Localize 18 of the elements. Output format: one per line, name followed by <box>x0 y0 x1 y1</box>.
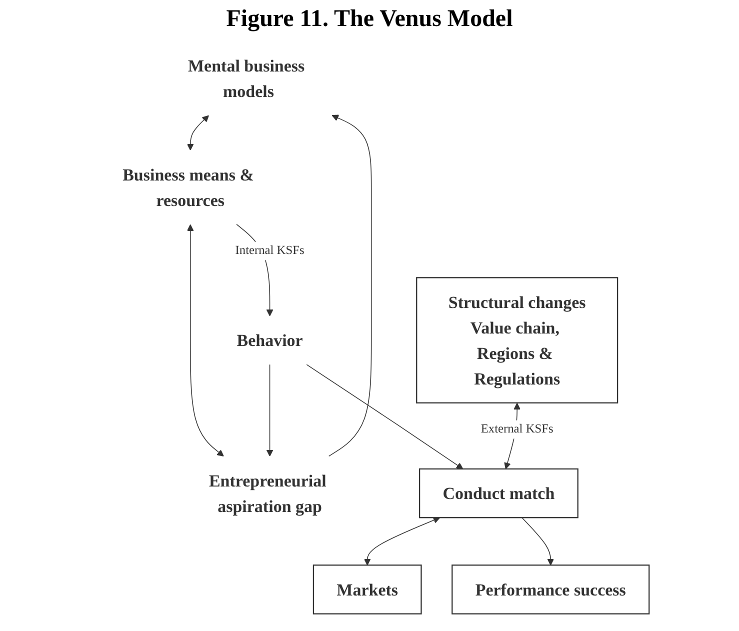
arrow <box>522 517 554 566</box>
node-text: Business means & resources <box>122 164 254 210</box>
arrow <box>266 364 274 456</box>
node-text: Entrepreneurial aspiration gap <box>208 470 326 516</box>
node-box: Performance success <box>452 564 650 614</box>
arrow <box>328 114 372 457</box>
arrow <box>364 516 440 566</box>
node-text: Behavior <box>236 330 303 350</box>
node-box: Markets <box>312 564 422 614</box>
arrow <box>186 224 224 456</box>
node-box: Conduct match <box>418 468 578 518</box>
node-text: Mental business models <box>188 56 305 101</box>
arrow <box>186 115 209 150</box>
node-box: Structural changes Value chain, Regions & Regulations <box>416 277 618 404</box>
diagram-title: Figure 11. The Venus Model <box>225 6 514 33</box>
edge-label: External KSFs <box>480 422 554 436</box>
edge-label: Internal KSFs <box>235 244 304 258</box>
arrow <box>306 364 464 470</box>
